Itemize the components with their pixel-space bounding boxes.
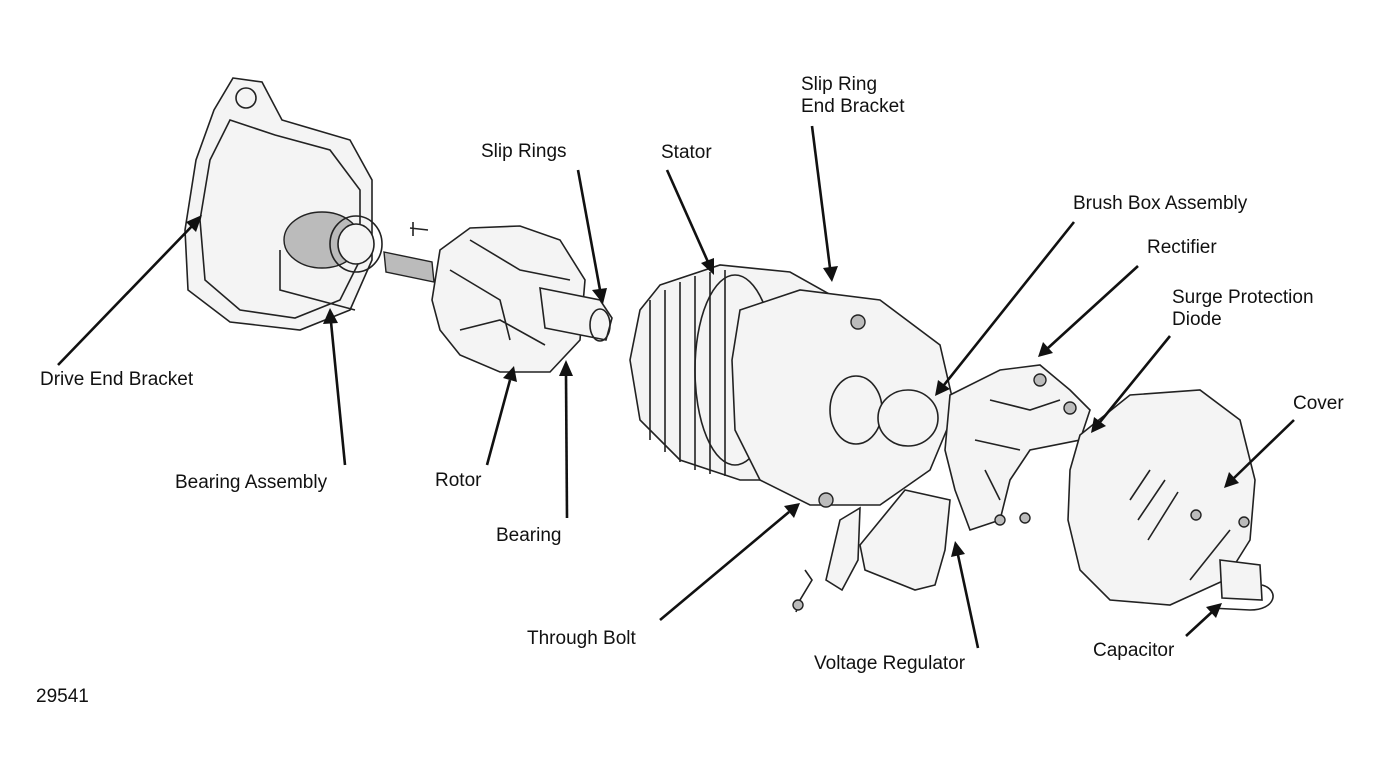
leader-through-bolt [659,503,800,621]
rectifier-part [944,364,1122,532]
label-rotor: Rotor [435,470,482,491]
leader-surge-protection-diode [1091,335,1172,433]
label-bearing: Bearing [496,525,562,546]
figure-number: 29541 [36,686,89,707]
label-through-bolt: Through Bolt [527,628,636,649]
leader-stator [665,169,714,275]
label-slip-ring-end-bracket-line1: Slip Ring [801,74,878,95]
leader-bearing-assembly [323,308,347,466]
leader-bearing [559,360,573,519]
label-slip-ring-end-bracket-line2: End Bracket [801,96,905,117]
label-rectifier: Rectifier [1147,237,1217,258]
slip-ring-end-bracket-part [731,289,956,508]
label-surge-protection-diode-line1: Surge Protection [1172,287,1314,308]
leader-voltage-regulator [951,541,980,649]
leader-cover [1224,419,1295,488]
drive-end-bracket-part [184,77,429,331]
voltage-regulator-part [859,489,951,591]
label-stator: Stator [661,142,712,163]
leader-rotor [485,366,517,466]
leader-rectifier [1038,265,1139,357]
label-bearing-assembly: Bearing Assembly [175,472,328,493]
label-voltage-regulator: Voltage Regulator [814,653,966,674]
leader-brush-box-assembly [935,221,1076,396]
leader-capacitor [1185,603,1222,637]
label-slip-rings: Slip Rings [481,141,567,162]
leader-drive-end-bracket [57,215,202,366]
through-bolt-part [792,506,861,613]
rotor-part [383,225,613,373]
label-capacitor: Capacitor [1093,640,1175,661]
leader-slip-ring-end-bracket [810,125,838,282]
label-brush-box-assembly: Brush Box Assembly [1073,193,1248,214]
leader-slip-rings [576,169,607,304]
label-surge-protection-diode-line2: Diode [1172,309,1222,330]
label-drive-end-bracket: Drive End Bracket [40,369,194,390]
capacitor-part [1209,559,1274,611]
label-cover: Cover [1293,393,1344,414]
